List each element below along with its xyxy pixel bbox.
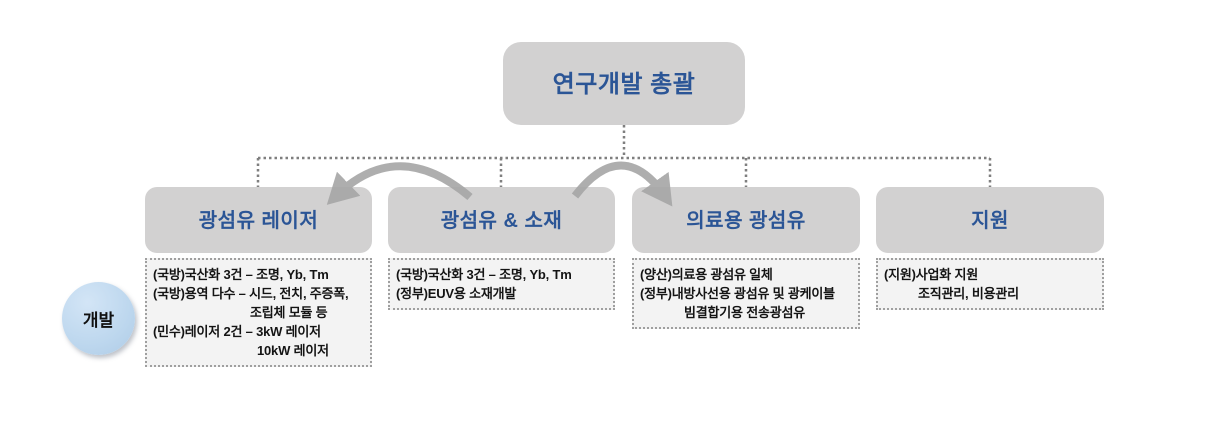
detail-line: (정부)내방사선용 광섬유 및 광케이블 <box>640 286 835 301</box>
dept-details-fiber-laser: (국방)국산화 3건 – 조명, Yb, Tm (국방)용역 다수 – 시드, 전… <box>145 258 372 367</box>
dept-column-medical-fiber: 의료용 광섬유 (양산)의료용 광섬유 일체 (정부)내방사선용 광섬유 및 광케… <box>632 187 860 329</box>
detail-line: 조립체 모듈 등 <box>250 305 328 320</box>
detail-line: (양산)의료용 광섬유 일체 <box>640 267 773 282</box>
dept-node-fiber-materials: 광섬유 & 소재 <box>388 187 615 253</box>
dept-node-fiber-laser: 광섬유 레이저 <box>145 187 372 253</box>
detail-line: 10kW 레이저 <box>257 343 329 358</box>
detail-line: 조직관리, 비용관리 <box>918 286 1019 301</box>
detail-line: (지원)사업화 지원 <box>884 267 978 282</box>
dept-column-fiber-laser: 광섬유 레이저 (국방)국산화 3건 – 조명, Yb, Tm (국방)용역 다수… <box>145 187 372 367</box>
detail-line: (정부)EUV용 소재개발 <box>396 286 517 301</box>
dept-node-support: 지원 <box>876 187 1104 253</box>
dept-node-medical-fiber: 의료용 광섬유 <box>632 187 860 253</box>
detail-line: (국방)국산화 3건 – 조명, Yb, Tm <box>396 267 572 282</box>
detail-line: 빔결합기용 전송광섬유 <box>684 305 806 320</box>
root-node: 연구개발 총괄 <box>503 42 745 125</box>
role-badge-label: 개발 <box>82 311 115 330</box>
dept-title: 광섬유 레이저 <box>198 209 319 232</box>
dept-title: 광섬유 & 소재 <box>440 209 563 232</box>
role-badge-development: 개발 <box>62 282 135 355</box>
dept-details-fiber-materials: (국방)국산화 3건 – 조명, Yb, Tm (정부)EUV용 소재개발 <box>388 258 615 310</box>
dept-title: 지원 <box>971 209 1009 232</box>
root-node-title: 연구개발 총괄 <box>552 71 696 98</box>
dept-column-fiber-materials: 광섬유 & 소재 (국방)국산화 3건 – 조명, Yb, Tm (정부)EUV용… <box>388 187 615 310</box>
detail-line: (민수)레이저 2건 – 3kW 레이저 <box>153 324 321 339</box>
detail-line: (국방)국산화 3건 – 조명, Yb, Tm <box>153 267 329 282</box>
dept-title: 의료용 광섬유 <box>686 209 806 232</box>
detail-line: (국방)용역 다수 – 시드, 전치, 주증폭, <box>153 286 349 301</box>
